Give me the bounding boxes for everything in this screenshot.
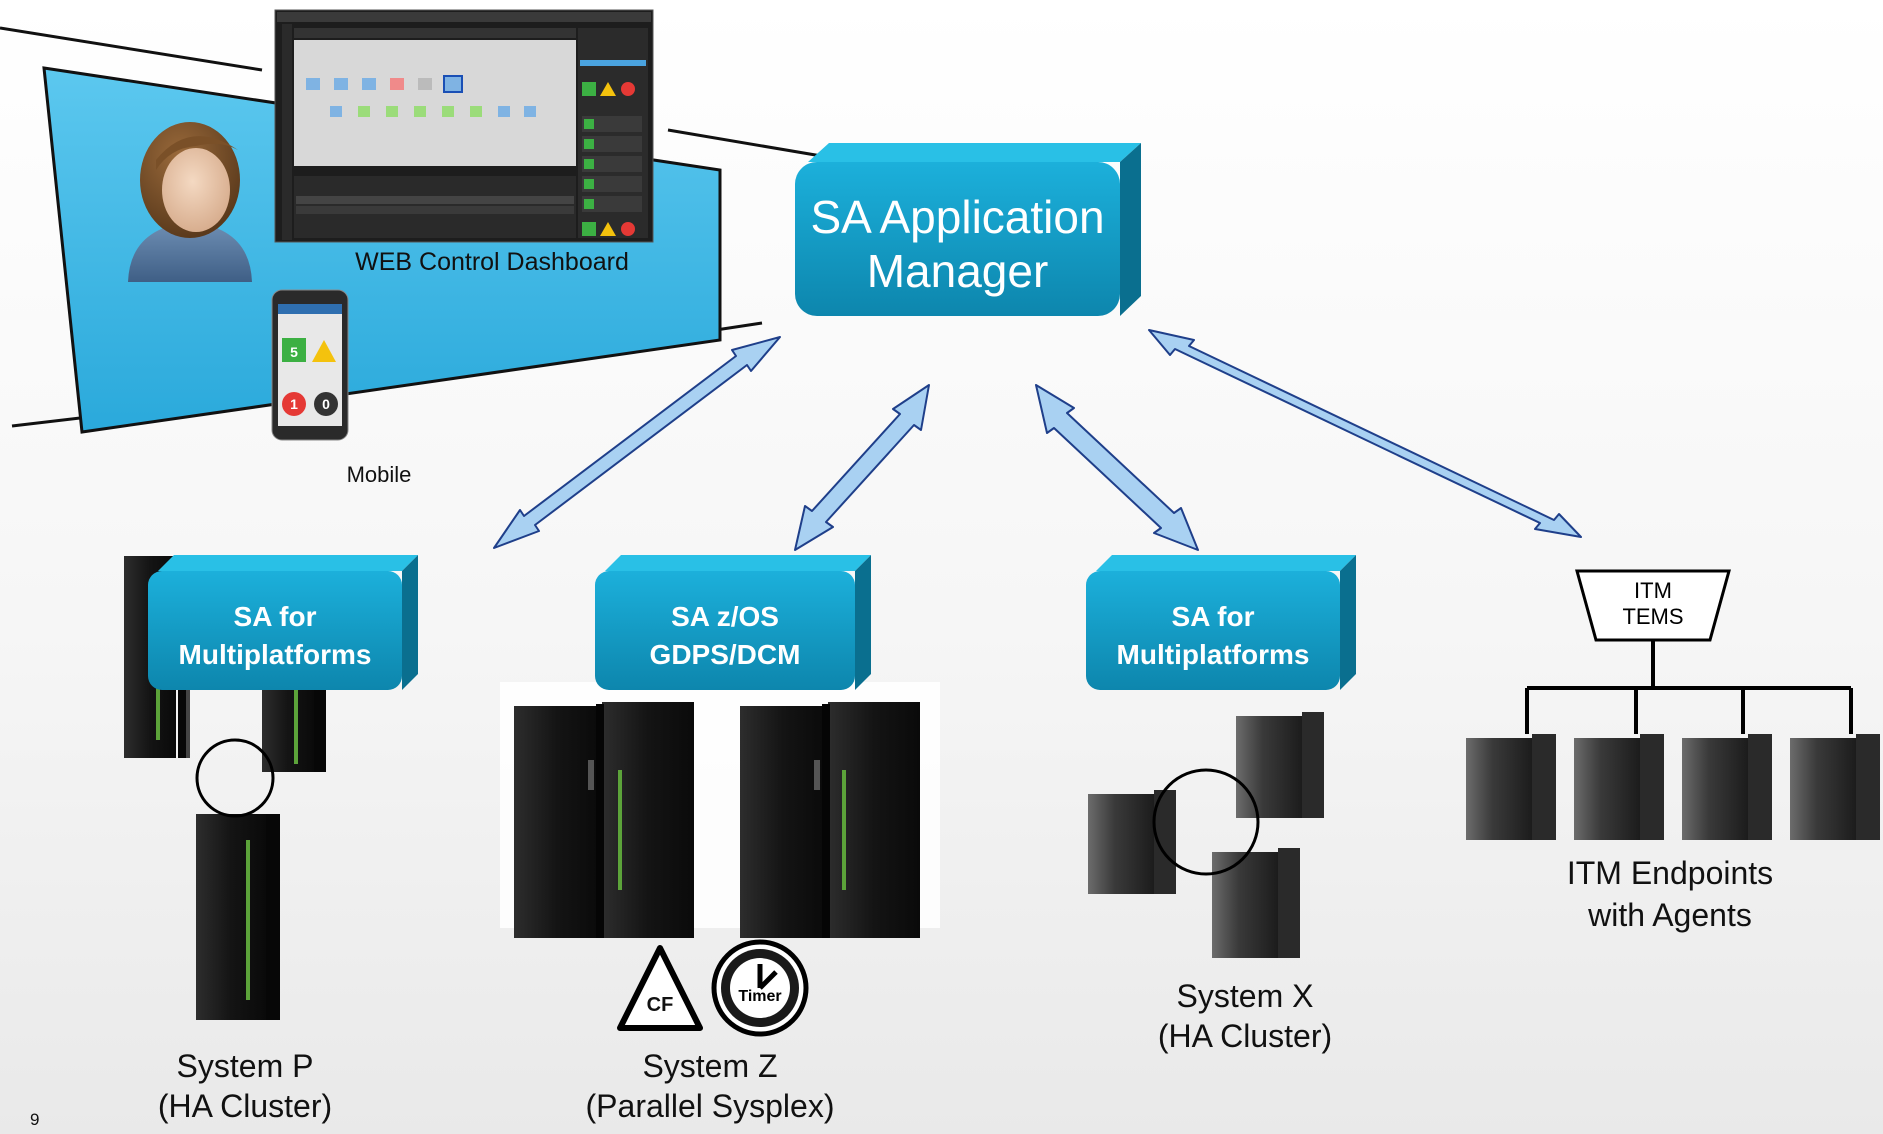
cluster-ring bbox=[1152, 768, 1260, 876]
mobile-caption: Mobile bbox=[346, 462, 412, 487]
perspective-line bbox=[667, 128, 846, 162]
mobile-dark-value: 0 bbox=[322, 396, 330, 412]
system-z-label: System Z (Parallel Sysplex) bbox=[550, 1046, 870, 1126]
sa-application-manager-label: SA Application Manager bbox=[795, 190, 1120, 298]
web-dashboard-caption: WEB Control Dashboard bbox=[355, 248, 629, 276]
box-z-line1: SA z/OS bbox=[671, 601, 779, 632]
sa-multiplatforms-box-p bbox=[148, 555, 418, 690]
itm-endpoint-towers bbox=[1466, 734, 1880, 840]
mobile-green-value: 5 bbox=[290, 344, 298, 360]
sa-multiplatforms-x-label: SA for Multiplatforms bbox=[1086, 598, 1340, 674]
system-p-label: System P (HA Cluster) bbox=[120, 1046, 370, 1126]
system-x-line2: (HA Cluster) bbox=[1157, 1018, 1333, 1054]
sa-multiplatforms-box-x bbox=[1086, 555, 1356, 690]
system-p-server bbox=[196, 814, 280, 1020]
system-x-servers bbox=[1088, 712, 1324, 958]
mainframe-right bbox=[740, 702, 920, 938]
system-x-tower bbox=[1236, 712, 1324, 818]
itm-endpoint-tower bbox=[1466, 734, 1556, 840]
itm-endpoints-label: ITM Endpoints with Agents bbox=[1520, 852, 1820, 936]
connection-arrows bbox=[493, 329, 1582, 551]
system-z-mainframes bbox=[500, 682, 940, 1037]
cf-triangle-icon bbox=[617, 945, 703, 1031]
resource-list bbox=[582, 116, 642, 212]
timer-clock-icon bbox=[711, 939, 809, 1037]
mobile-red-value: 1 bbox=[290, 396, 298, 412]
tems-connector-lines bbox=[1525, 640, 1853, 734]
perspective-line bbox=[0, 26, 263, 72]
system-z-line1: System Z bbox=[642, 1048, 778, 1084]
itm-endpoints-line2: with Agents bbox=[1588, 897, 1752, 933]
arrow-to-system-x bbox=[1035, 384, 1199, 551]
itm-tems-node bbox=[1525, 569, 1853, 734]
sa-application-manager-box bbox=[795, 143, 1141, 316]
timer-label: Timer bbox=[738, 988, 782, 1005]
box-p-line2: Multiplatforms bbox=[178, 639, 372, 670]
itm-endpoints-line1: ITM Endpoints bbox=[1566, 855, 1774, 891]
system-x-line1: System X bbox=[1176, 978, 1314, 1014]
tems-line1: ITM bbox=[1634, 578, 1672, 603]
manager-label-line1: SA Application bbox=[810, 191, 1105, 243]
itm-tems-label: ITM TEMS bbox=[1603, 578, 1703, 630]
system-x-label: System X (HA Cluster) bbox=[1120, 976, 1370, 1056]
arrow-to-system-p bbox=[493, 336, 781, 549]
itm-endpoint-tower bbox=[1790, 734, 1880, 840]
user-avatar-icon bbox=[128, 122, 252, 282]
cluster-ring bbox=[195, 738, 275, 818]
arrow-to-system-z bbox=[794, 384, 930, 551]
sa-zos-box bbox=[595, 555, 871, 690]
manager-label-line2: Manager bbox=[866, 245, 1049, 297]
itm-endpoint-tower bbox=[1682, 734, 1772, 840]
box-p-line1: SA for bbox=[233, 601, 317, 632]
page-number: 9 bbox=[30, 1110, 40, 1129]
cf-label: CF bbox=[646, 994, 674, 1016]
sa-multiplatforms-p-label: SA for Multiplatforms bbox=[148, 598, 402, 674]
web-dashboard-screenshot bbox=[274, 9, 654, 243]
tems-trapezoid bbox=[1575, 569, 1731, 642]
box-x-line2: Multiplatforms bbox=[1116, 639, 1310, 670]
system-x-tower bbox=[1088, 790, 1176, 894]
itm-endpoint-tower bbox=[1574, 734, 1664, 840]
mainframe-left bbox=[514, 702, 694, 938]
system-z-line2: (Parallel Sysplex) bbox=[585, 1088, 835, 1124]
box-z-line2: GDPS/DCM bbox=[649, 639, 801, 670]
mobile-phone bbox=[271, 289, 349, 441]
system-p-line2: (HA Cluster) bbox=[157, 1088, 333, 1124]
arrow-to-itm bbox=[1148, 329, 1582, 538]
sa-zos-label: SA z/OS GDPS/DCM bbox=[595, 598, 855, 674]
system-p-line1: System P bbox=[176, 1048, 314, 1084]
topology-nodes bbox=[306, 75, 536, 117]
box-x-line1: SA for bbox=[1171, 601, 1255, 632]
system-x-tower bbox=[1212, 848, 1300, 958]
tems-line2: TEMS bbox=[1622, 604, 1684, 629]
